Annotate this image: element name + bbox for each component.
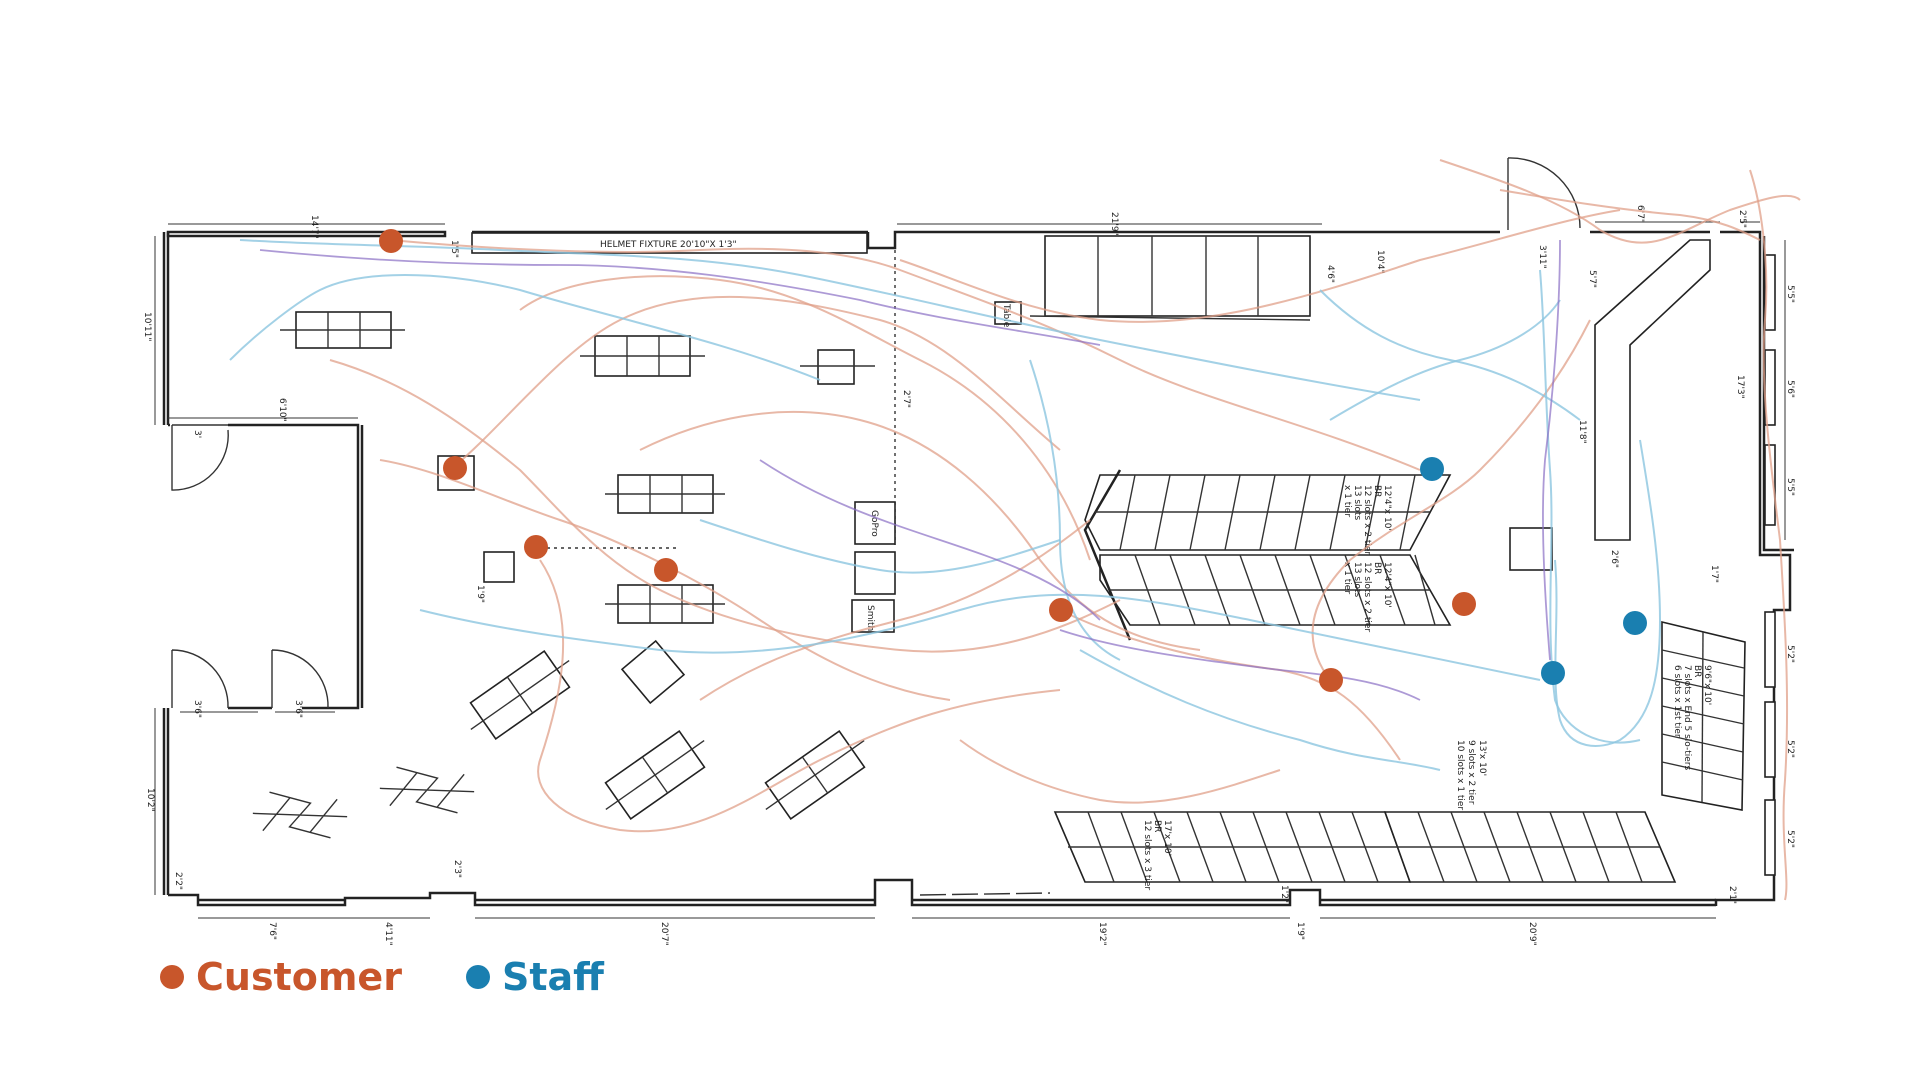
svg-text:2'2": 2'2" <box>173 872 183 890</box>
svg-text:5'2": 5'2" <box>1785 830 1795 848</box>
doors <box>171 157 1581 709</box>
svg-text:2'7": 2'7" <box>901 390 911 408</box>
customer-marker <box>379 229 403 253</box>
svg-text:3': 3' <box>192 430 202 438</box>
customer-paths <box>329 159 1801 901</box>
bottom-grid-shelving: 17'x 10' BR 12 slots x 3 tier <box>1053 811 1677 890</box>
svg-text:12'4"x 10' BR 12 s: 12'4"x 10' BR 12 slots x 2 tier 13 slots… <box>1342 562 1392 635</box>
customer-dot-icon <box>160 965 184 989</box>
staff-marker <box>1541 661 1565 685</box>
legend-item-customer: Customer <box>160 955 402 999</box>
svg-text:10'11": 10'11" <box>142 312 152 342</box>
svg-text:3'6": 3'6" <box>293 700 303 718</box>
angled-tables <box>469 639 866 820</box>
svg-text:10'4": 10'4" <box>1375 250 1385 274</box>
customer-marker <box>1319 668 1343 692</box>
customer-markers <box>379 229 1476 692</box>
svg-text:Table: Table <box>1001 303 1011 328</box>
helmet-fixture-label: HELMET FIXTURE 20'10"X 1'3" <box>600 240 737 250</box>
svg-text:17'3": 17'3" <box>1735 375 1745 399</box>
svg-text:1'9": 1'9" <box>1295 922 1305 940</box>
svg-text:5'6": 5'6" <box>1785 380 1795 398</box>
svg-text:20'7": 20'7" <box>659 922 669 946</box>
customer-marker <box>1049 598 1073 622</box>
note-13x10: 13'x 10' 9 slots x 2 tier 10 slots x 1 t… <box>1455 740 1487 810</box>
purple-paths <box>259 239 1561 701</box>
svg-text:5'5": 5'5" <box>1785 285 1795 303</box>
svg-text:4'6": 4'6" <box>1325 265 1335 283</box>
customer-marker <box>524 535 548 559</box>
legend-customer-label: Customer <box>196 955 402 999</box>
svg-text:1'2": 1'2" <box>1279 885 1289 903</box>
smith-label: Smith <box>865 605 875 631</box>
svg-text:5'2": 5'2" <box>1785 645 1795 663</box>
svg-text:1'9": 1'9" <box>475 585 485 603</box>
svg-text:12'4"x 10' BR 12 s: 12'4"x 10' BR 12 slots x 2 tier 13 slots… <box>1342 485 1392 558</box>
svg-text:11'8": 11'8" <box>1577 420 1587 444</box>
svg-text:2'5": 2'5" <box>1737 210 1747 228</box>
right-wall-shelves <box>1764 254 1776 876</box>
svg-text:20'9": 20'9" <box>1527 922 1537 946</box>
legend-item-staff: Staff <box>465 955 604 999</box>
staff-dot-icon <box>465 965 490 989</box>
dimension-labels: 14'7" 21'9" 6'7" 2'5" 10'11" 6'10" 3' 1'… <box>142 205 1795 946</box>
right-angled-grid: 9'6"x 10' BR 7 slots x End 5 slo-tiers 6… <box>1661 620 1746 811</box>
customer-marker <box>1452 592 1476 616</box>
svg-text:9'6"x 10' BR 7 slo: 9'6"x 10' BR 7 slots x End 5 slo-tiers 6… <box>1672 665 1712 773</box>
center-grid-shelving: 12'4"x 10' BR 12 slots x 2 tier 13 slots… <box>1083 469 1452 641</box>
display-tables: GoPro Smith <box>280 311 1553 633</box>
top-wall-cabinets: Table <box>994 235 1311 328</box>
svg-text:6'10": 6'10" <box>277 398 287 422</box>
customer-marker <box>443 456 467 480</box>
customer-marker <box>654 558 678 582</box>
svg-text:2'1": 2'1" <box>1727 886 1737 904</box>
h-racks <box>252 766 475 839</box>
staff-marker <box>1420 457 1444 481</box>
svg-text:5'2": 5'2" <box>1785 740 1795 758</box>
staff-marker <box>1623 611 1647 635</box>
svg-text:1'5": 1'5" <box>449 240 459 258</box>
staff-paths <box>229 239 1662 771</box>
staff-markers <box>1420 457 1647 685</box>
svg-text:3'11": 3'11" <box>1537 245 1547 269</box>
svg-text:3'6": 3'6" <box>192 700 202 718</box>
svg-text:19'2": 19'2" <box>1097 922 1107 946</box>
svg-text:4'11": 4'11" <box>383 922 393 946</box>
svg-text:5'5": 5'5" <box>1785 478 1795 496</box>
dimension-lines <box>154 221 1786 919</box>
legend: Customer Staff <box>160 955 604 999</box>
svg-text:10'2": 10'2" <box>145 788 155 812</box>
svg-text:14'7": 14'7" <box>309 215 319 239</box>
svg-text:2'6": 2'6" <box>1609 550 1619 568</box>
svg-text:7'6": 7'6" <box>267 922 277 940</box>
svg-text:1'7": 1'7" <box>1709 565 1719 583</box>
svg-text:21'9": 21'9" <box>1109 212 1119 236</box>
legend-staff-label: Staff <box>501 955 604 999</box>
svg-text:5'7": 5'7" <box>1587 270 1597 288</box>
gopro-label: GoPro <box>869 510 879 537</box>
svg-text:6'7": 6'7" <box>1635 205 1645 223</box>
partition-lines <box>540 250 896 549</box>
l-counter <box>1594 239 1711 541</box>
svg-text:17'x 10' BR 12 slo: 17'x 10' BR 12 slots x 3 tier <box>1142 820 1172 890</box>
svg-text:2'3": 2'3" <box>452 860 462 878</box>
